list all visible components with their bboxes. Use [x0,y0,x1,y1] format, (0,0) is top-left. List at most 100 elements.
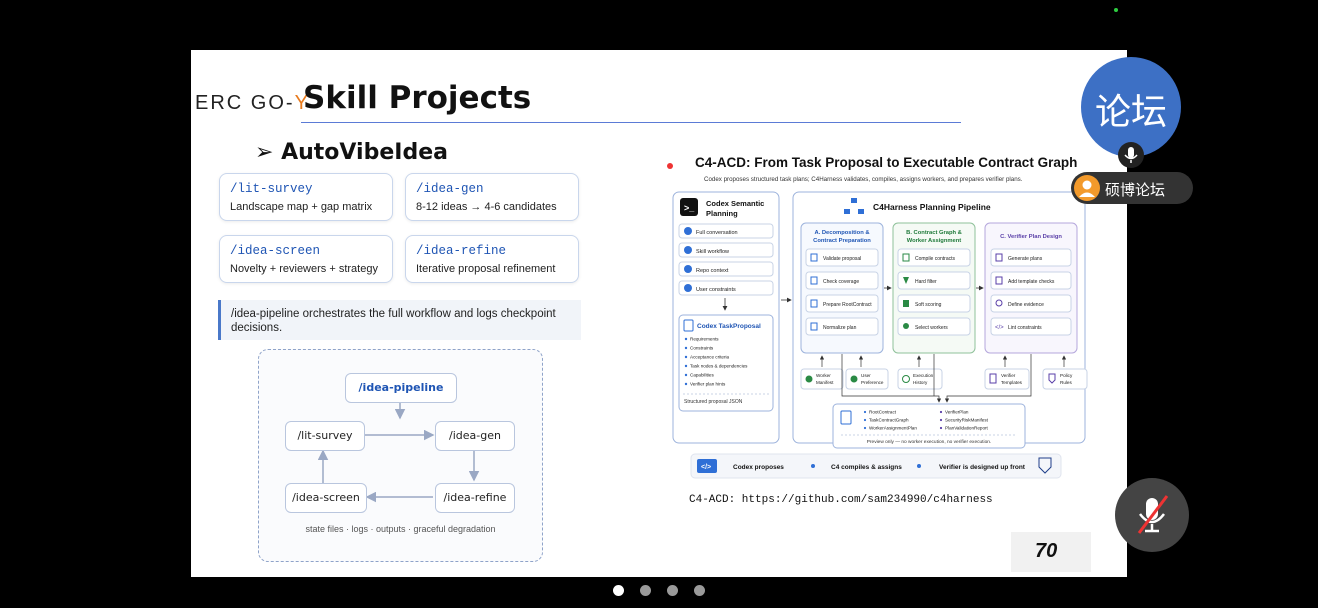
outputs-box [832,403,1026,449]
svg-text:Capabilities: Capabilities [690,373,714,378]
repo-url: C4-ACD: https://github.com/sam234990/c4h… [689,494,993,506]
svg-text:WorkerAssignmentPlan: WorkerAssignmentPlan [869,426,917,431]
column-c-items: Generate plans Add template checks Defin… [990,248,1072,336]
database-icon [684,265,692,273]
node-lit-survey: /lit-survey [285,421,365,451]
clock-icon [902,375,910,383]
code-icon [697,459,717,473]
svg-text:B. Contract Graph &: B. Contract Graph & [906,230,962,236]
page-indicator-3[interactable] [667,585,678,596]
mic-off-icon [1137,495,1169,534]
speaker-name: 硕博论坛 [1105,181,1166,199]
svg-text:Check coverage: Check coverage [823,279,859,285]
clipboard-icon [989,373,997,384]
task-items: Requirements Constraints Acceptance crit… [684,337,748,387]
node-idea-screen: /idea-screen [285,483,367,513]
legend-verifier: Verifier is designed up front [939,464,1026,471]
source-policy-rules [1042,368,1088,390]
svg-text:Skill workflow: Skill workflow [696,249,729,255]
diagram-title: C4-ACD: From Task Proposal to Executable… [695,155,1077,170]
c4-acd-diagram: C4-ACD: From Task Proposal to Executable… [672,155,1088,479]
input-repo-context [678,261,774,277]
svg-text:Contract Preparation: Contract Preparation [813,238,871,244]
brand-logo: ERC GO-Y [195,92,310,114]
svg-text:PlanValidationReport: PlanValidationReport [945,426,989,431]
page-number: 70 [1011,532,1091,572]
page-indicator-1[interactable] [613,585,624,596]
svg-text:Prepare RootContract: Prepare RootContract [823,302,872,308]
svg-text:User constraints: User constraints [696,287,736,293]
svg-text:Soft scoring: Soft scoring [915,302,942,308]
svg-text:VerifierPlan: VerifierPlan [945,410,969,415]
svg-text:SecurityRiskManifest: SecurityRiskManifest [945,418,989,423]
merge-arrows [841,354,1032,403]
source-worker-manifest [800,368,844,390]
column-a-items: Validate proposal Check coverage Prepare… [805,248,879,336]
input-skill-workflow [678,242,774,258]
document-icon [683,319,694,332]
section-title: ➢ AutoVibeIdea [255,140,448,165]
host-avatar[interactable]: 论坛 [1081,57,1181,157]
codex-title-2: Planning [706,209,738,218]
svg-text:Verifier plan hints: Verifier plan hints [690,382,726,387]
filter-icon [903,277,909,284]
page-indicator-4[interactable] [694,585,705,596]
svg-text:Full conversation: Full conversation [696,230,738,236]
flow-arrows [317,402,480,503]
harness-title: C4Harness Planning Pipeline [873,202,991,212]
checklist-icon [810,276,818,285]
pipeline-note: /idea-pipeline orchestrates the full wor… [218,300,581,340]
svg-text:Templates: Templates [1001,380,1023,385]
presentation-slide: ERC GO-Y Skill Projects ➢ AutoVibeIdea /… [191,50,1127,577]
svg-text:A. Decomposition &: A. Decomposition & [814,230,869,236]
flow-diagram: /idea-pipeline /lit-survey /idea-gen /id… [258,349,543,562]
input-full-conversation [678,223,774,239]
source-verifier-templates [984,368,1030,390]
node-idea-pipeline: /idea-pipeline [345,373,457,403]
user-icon [1074,175,1100,201]
legend-codex: Codex proposes [733,464,784,471]
svg-text:Rules: Rules [1060,380,1072,385]
document-icon [902,253,910,262]
svg-text:User: User [861,373,871,378]
branch-icon [810,322,818,331]
svg-text:RootContract: RootContract [869,410,897,415]
svg-text:Verifier: Verifier [1001,373,1016,378]
mic-active-icon [1118,142,1144,168]
svg-text:TaskContractGraph: TaskContractGraph [869,418,909,423]
svg-text:Validate proposal: Validate proposal [823,256,861,262]
column-b-items: Compile contracts Hard filter Soft scori… [897,248,971,336]
svg-text:</>: </> [701,464,711,471]
user-icon [850,375,858,383]
svg-text:Add template checks: Add template checks [1008,279,1055,285]
input-user-constraints [678,280,774,296]
user-icon [684,284,692,292]
legend-c4: C4 compiles & assigns [831,464,902,471]
shield-icon [1048,373,1056,384]
terminal-icon [680,198,698,216]
active-speaker-label: 硕博论坛 [1071,172,1193,204]
task-proposal-box [678,314,774,412]
svg-text:Policy: Policy [1060,373,1073,378]
page-indicator-2[interactable] [640,585,651,596]
svg-text:>_: >_ [684,203,695,213]
diagram-subtitle: Codex proposes structured task plans; C4… [704,176,1023,183]
outputs-list: RootContract TaskContractGraph WorkerAss… [863,410,989,431]
source-user-preference [845,368,889,390]
svg-text:Lint constraints: Lint constraints [1008,325,1042,331]
svg-text:Define evidence: Define evidence [1008,302,1044,308]
codex-title: Codex Semantic [706,199,764,208]
structured-json-label: Structured proposal JSON [684,399,743,405]
workflow-icon [684,246,692,254]
bar-chart-icon [903,300,909,307]
mute-mic-button[interactable] [1115,478,1189,552]
svg-text:Hard filter: Hard filter [915,279,937,285]
svg-text:Worker Assignment: Worker Assignment [907,238,962,244]
node-idea-refine: /idea-refine [435,483,515,513]
svg-text:Worker: Worker [816,373,831,378]
checkbox-icon [995,276,1003,285]
svg-text:Generate plans: Generate plans [1008,256,1043,262]
